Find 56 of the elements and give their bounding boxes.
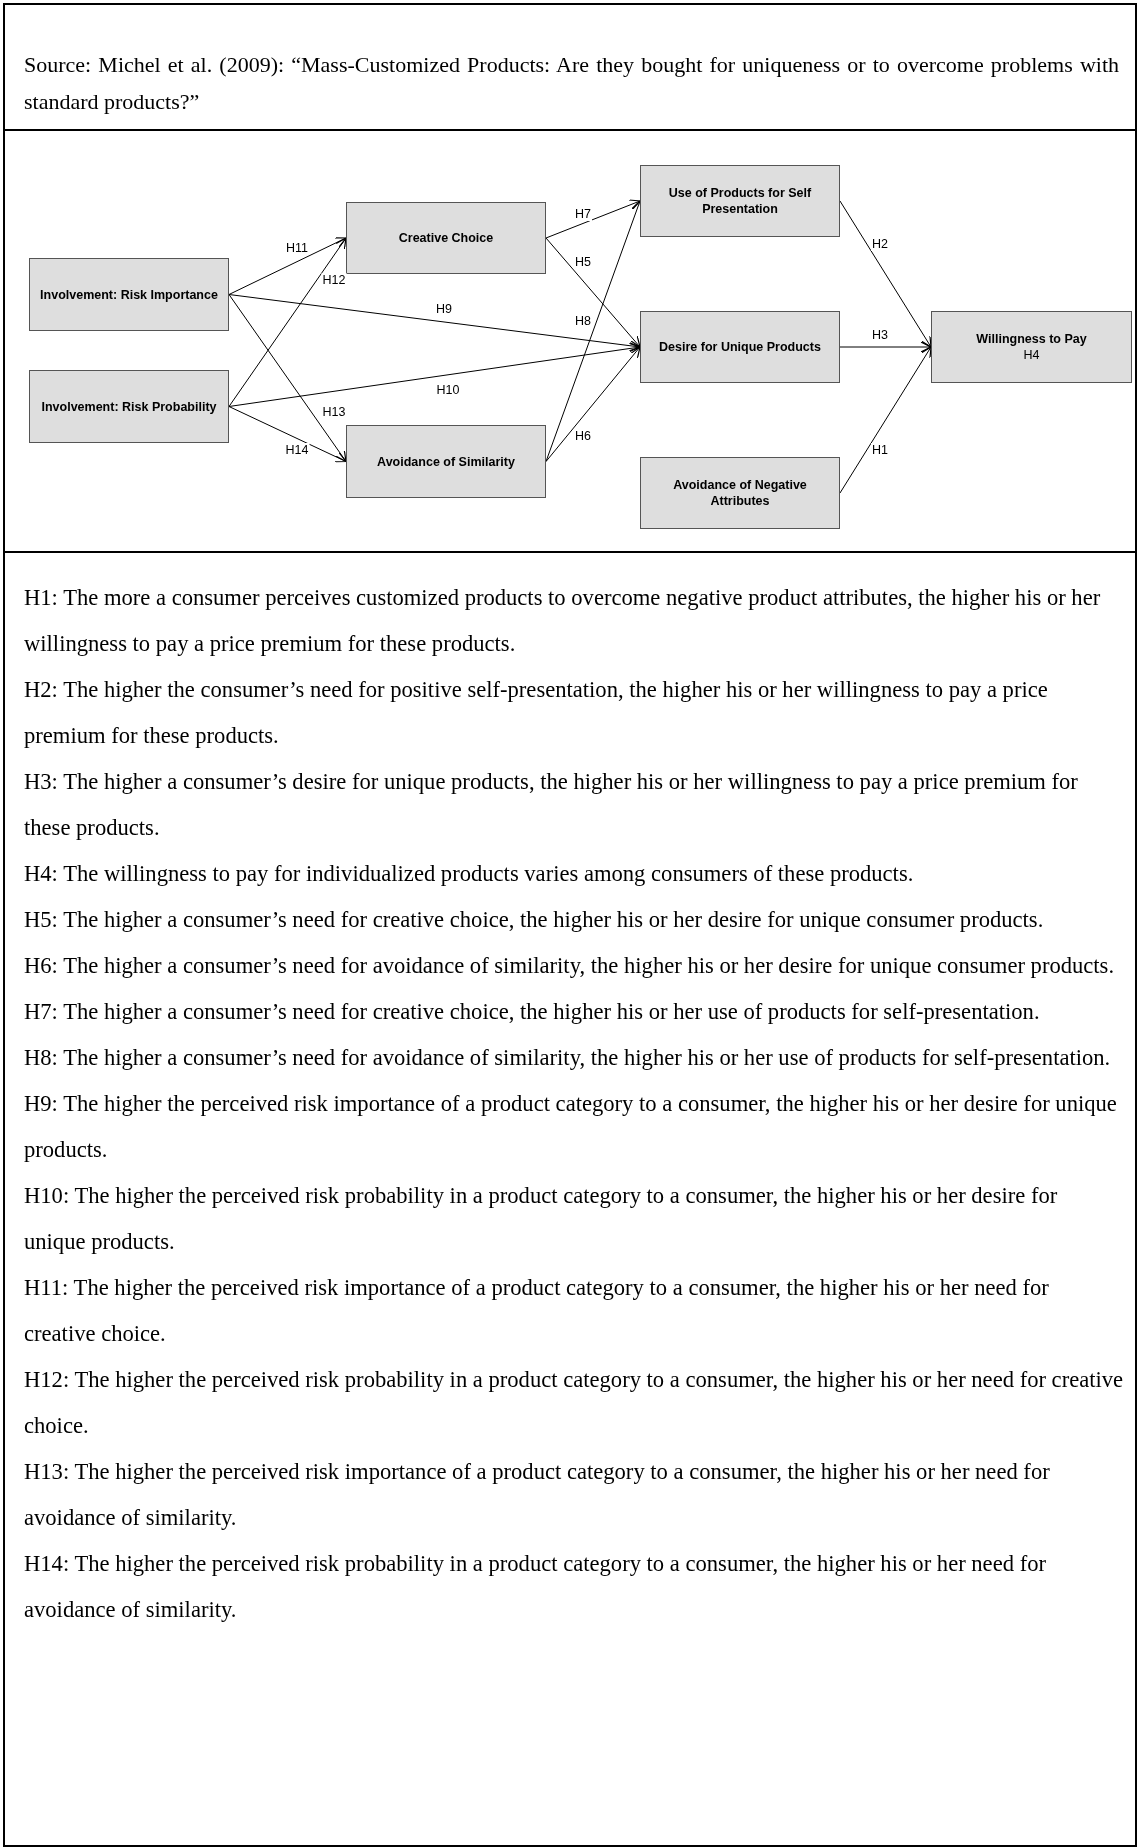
edge-label: H3 (871, 328, 889, 342)
arrow (545, 199, 641, 239)
hypothesis-text: H11: The higher the perceived risk importance of a product category to a consumer, the higher his or her need for creative choice. (24, 1274, 1050, 1348)
edge-label: H10 (435, 383, 461, 397)
hypothesis-text: H12: The higher the perceived risk probability in a product category to a consumer, the higher his or her need for creative choice. (24, 1366, 1124, 1440)
arrow (545, 237, 641, 348)
hypothesis-text: H13: The higher the perceived risk importance of a product category to a consumer, the higher his or her need for avoidance of similarity. (24, 1458, 1051, 1532)
arrow (839, 341, 932, 353)
hypothesis-text: H10: The higher the perceived risk probability in a product category to a consumer, the higher his or her desire for unique products. (24, 1182, 1059, 1256)
arrow (228, 406, 347, 463)
hypothesis-text: H8: The higher a consumer’s need for avoidance of similarity, the higher his or her use of products for self-presentation. (24, 1044, 1112, 1072)
edge-label: H13 (321, 405, 347, 419)
hypothesis-text: H3: The higher a consumer’s desire for unique products, the higher his or her willingness to pay a price premium for these products. (24, 768, 1079, 842)
arrow (545, 346, 641, 462)
arrow (545, 200, 642, 462)
construct-box (29, 370, 229, 443)
construct-box (29, 258, 229, 331)
construct-name: Avoidance of Negative Attributes (672, 477, 808, 509)
construct-box (931, 311, 1132, 383)
hypothesis-text: H6: The higher a consumer’s need for avoidance of similarity, the higher his or her desire for unique consumer products. (24, 952, 1116, 980)
construct-name: Avoidance of Similarity (377, 453, 515, 470)
edge-label: H6 (574, 429, 592, 443)
construct-name: Use of Products for Self Presentation (667, 185, 813, 217)
construct-name: Willingness to Pay (976, 331, 1087, 347)
edge-label: H7 (574, 207, 592, 221)
edge-label: H5 (574, 255, 592, 269)
arrow (228, 294, 347, 463)
hypothesis-label: H4 (1023, 347, 1040, 363)
edge-label: H14 (284, 443, 310, 457)
construct-box (640, 311, 840, 383)
edge-label: H11 (285, 241, 309, 255)
edge-label: H1 (871, 443, 889, 457)
arrow (228, 237, 347, 407)
construct-name: Involvement: Risk Importance (40, 286, 218, 303)
source-citation: Source: Michel et al. (2009): “Mass-Customized Products: Are they bought for uniqueness or to overcome problems with standard products?” (24, 51, 1119, 116)
construct-box (346, 202, 546, 274)
arrow (228, 237, 347, 295)
edge-label: H8 (574, 314, 592, 328)
hypothesis-text: H4: The willingness to pay for individualized products varies among consumers of these products. (24, 860, 915, 888)
construct-name: Creative Choice (398, 230, 494, 246)
edge-label: H12 (321, 273, 347, 287)
hypothesis-text: H2: The higher the consumer’s need for positive self-presentation, the higher his or her willingness to pay a price premium for these products. (24, 676, 1049, 750)
edge-label: H9 (435, 302, 453, 316)
hypothesis-text: H9: The higher the perceived risk importance of a product category to a consumer, the higher his or her desire for unique products. (24, 1090, 1118, 1164)
hypothesis-text: H7: The higher a consumer’s need for creative choice, the higher his or her use of products for self-presentation. (24, 998, 1041, 1026)
arrow (839, 346, 932, 494)
arrow (839, 200, 932, 348)
construct-box (640, 457, 840, 529)
hypothesis-text: H14: The higher the perceived risk probability in a product category to a consumer, the higher his or her need for avoidance of similarity. (24, 1550, 1047, 1624)
hypothesis-text: H1: The more a consumer perceives customized products to overcome negative product attributes, the higher his or her willingness to pay a price premium for these products. (24, 584, 1102, 658)
construct-name: Desire for Unique Products (659, 339, 821, 355)
construct-box (346, 425, 546, 498)
edge-label: H2 (871, 237, 889, 251)
construct-box (640, 165, 840, 237)
construct-name: Involvement: Risk Probability (41, 398, 217, 415)
hypothesis-text: H5: The higher a consumer’s need for creative choice, the higher his or her desire for unique consumer products. (24, 906, 1045, 934)
